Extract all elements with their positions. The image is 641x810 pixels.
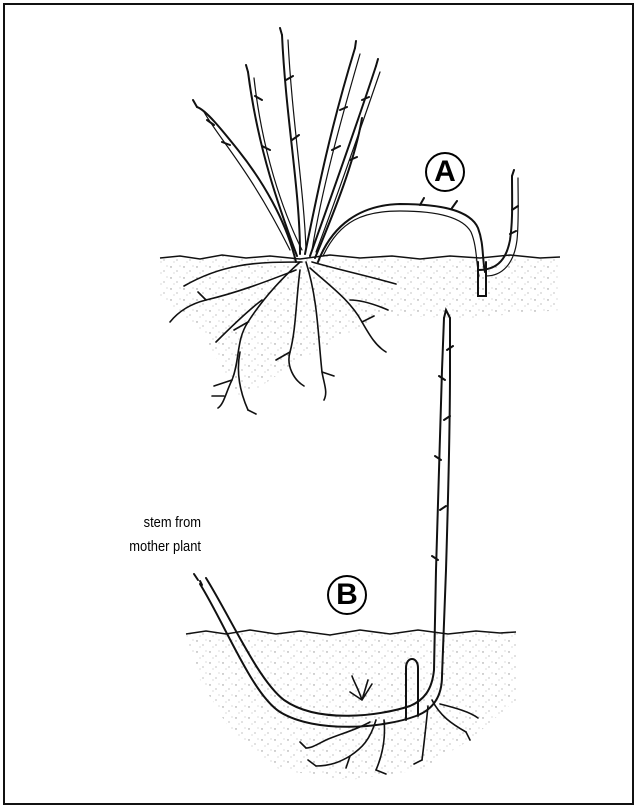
soil-a <box>160 255 560 400</box>
soil-b <box>186 630 516 780</box>
caption-line-1: stem from <box>68 511 201 535</box>
caption-line-2: mother plant <box>68 535 201 559</box>
marker-b: B <box>327 575 367 615</box>
marker-a: A <box>425 152 465 192</box>
mother-plant-caption: stem from mother plant <box>68 511 201 559</box>
plant-a-canes <box>193 28 518 296</box>
